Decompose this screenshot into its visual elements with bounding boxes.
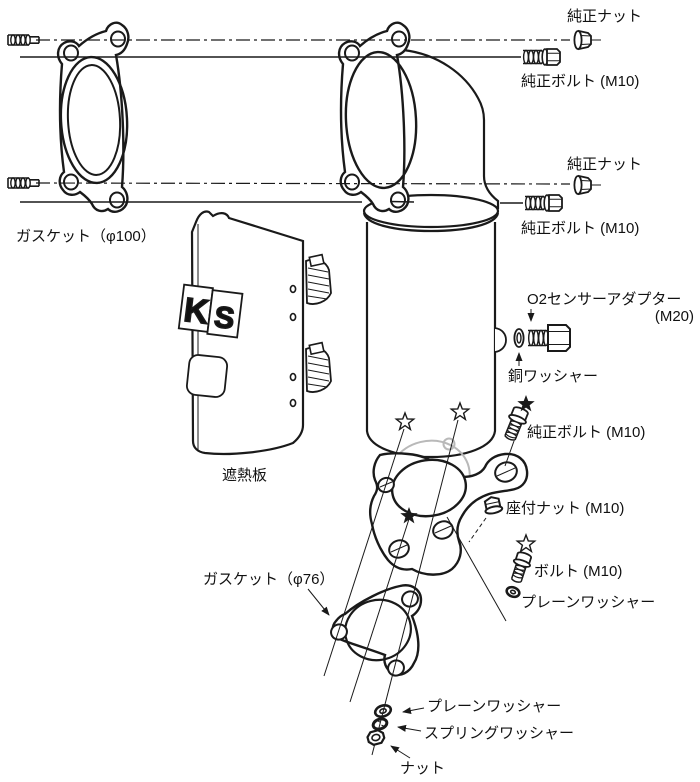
label-gasket-100: ガスケット（φ100） <box>16 228 156 245</box>
leader-bolt3 <box>504 440 515 467</box>
band-clamp-bottom <box>305 341 332 393</box>
bolt-m10-icon <box>510 551 532 583</box>
label-nut: ナット <box>400 760 445 777</box>
shield-plate <box>186 354 228 398</box>
axis-line-b <box>349 518 410 703</box>
seated-nut-icon <box>483 496 504 515</box>
inlet-flange <box>337 21 418 213</box>
outlet-flange <box>369 452 529 576</box>
oem-bolt-icon-lower <box>504 406 529 441</box>
gasket-100 <box>56 21 130 213</box>
label-oem-bolt-3: 純正ボルト (M10) <box>527 424 645 441</box>
label-o2-adapter-size: (M20) <box>655 308 694 325</box>
leader-seated-nut <box>468 517 487 543</box>
oem-bolt-left-top <box>7 34 40 46</box>
oem-bolt-icon-middle <box>524 194 563 212</box>
label-plain-washer-2: プレーンワッシャー <box>427 698 561 715</box>
label-o2-adapter: O2センサーアダプター <box>527 291 681 308</box>
label-copper-washer: 銅ワッシャー <box>508 368 598 385</box>
center-lines <box>20 39 571 756</box>
oem-bolt-left-bottom <box>7 177 40 189</box>
nut-icon <box>366 729 386 747</box>
plain-washer-icon-2 <box>373 704 393 718</box>
leader-lower-bolt <box>446 516 507 622</box>
label-oem-nut-1: 純正ナット <box>567 8 642 25</box>
spring-washer-icon <box>371 717 389 731</box>
oem-nut-icon-top <box>573 29 601 51</box>
label-bolt-m10: ボルト (M10) <box>534 563 622 580</box>
label-heat-shield: 遮熱板 <box>222 466 267 484</box>
label-oem-nut-2: 純正ナット <box>567 156 642 173</box>
o2-port-boss <box>494 327 507 353</box>
oem-bolt-icon-top <box>522 48 561 66</box>
label-seated-nut: 座付ナット (M10) <box>506 500 624 517</box>
callout-arrows <box>307 309 535 759</box>
logo-letter-s: S <box>212 301 236 336</box>
axis-line-a <box>323 428 405 677</box>
label-oem-bolt-2: 純正ボルト (M10) <box>521 220 639 237</box>
axis-line-c <box>371 419 459 756</box>
catalyzer-cylinder <box>365 215 497 459</box>
hks-logo: K S <box>177 283 244 339</box>
plain-washer-icon-1 <box>505 585 521 599</box>
label-gasket-76: ガスケット（φ76） <box>203 571 334 588</box>
heat-shield: K S <box>177 210 332 456</box>
gasket-76 <box>330 584 423 677</box>
o2-sensor-adapter-icon <box>528 324 571 352</box>
label-oem-bolt-1: 純正ボルト (M10) <box>521 73 639 90</box>
label-spring-washer: スプリングワッシャー <box>424 725 574 742</box>
band-clamp-top <box>305 253 332 305</box>
copper-washer-icon <box>513 328 525 348</box>
oem-nut-icon-middle <box>573 174 601 196</box>
logo-letter-k: K <box>182 291 211 332</box>
label-plain-washer-1: プレーンワッシャー <box>521 594 655 611</box>
